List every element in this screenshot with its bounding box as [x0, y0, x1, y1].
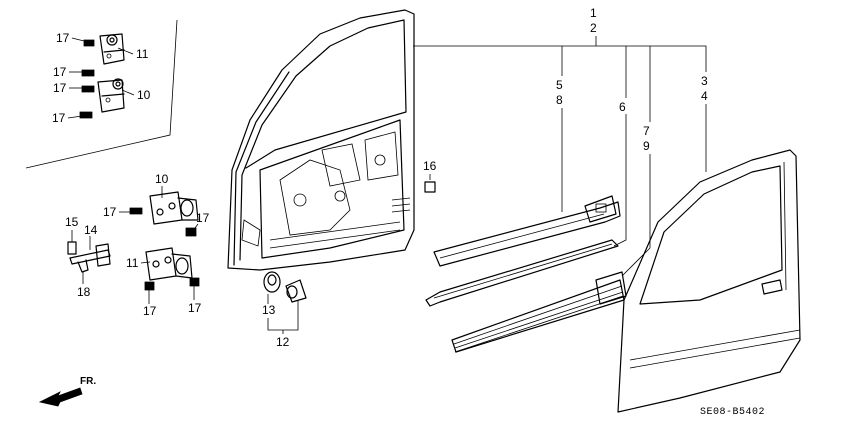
- hinge-bolts: [129, 207, 200, 291]
- callout-6: 6: [619, 100, 626, 114]
- lower-hinge-inset: [97, 78, 125, 113]
- callout-17: 17: [103, 205, 117, 219]
- callout-12: 12: [276, 335, 290, 349]
- callout-8: 8: [556, 93, 563, 107]
- door-inner-panel: [227, 9, 415, 271]
- callout-5: 5: [556, 78, 563, 92]
- callout-11: 11: [136, 47, 149, 61]
- weatherstrip-upper: [433, 195, 621, 267]
- callout-17: 17: [53, 65, 67, 79]
- callout-3: 3: [701, 74, 708, 88]
- diagram-code: SE08-B5402: [700, 407, 765, 418]
- callout-1: 1: [590, 6, 597, 20]
- callout-17: 17: [196, 211, 210, 225]
- callout-17: 17: [52, 111, 66, 125]
- callout-10: 10: [137, 88, 151, 102]
- callout-16: 16: [423, 159, 437, 173]
- leader-lines: [67, 36, 707, 334]
- callout-2: 2: [590, 21, 597, 35]
- upper-door-hinge: [149, 191, 199, 225]
- lower-door-hinge: [145, 247, 193, 281]
- callout-7: 7: [643, 124, 650, 138]
- callout-15: 15: [65, 215, 79, 229]
- bolts-inset: [79, 39, 95, 119]
- callout-9: 9: [643, 139, 650, 153]
- weatherstrip-middle: [425, 239, 619, 307]
- front-direction-arrow: FR.: [38, 376, 96, 407]
- callout-17: 17: [143, 304, 157, 318]
- direction-label: FR.: [80, 376, 96, 387]
- callout-11: 11: [126, 256, 139, 270]
- callout-4: 4: [701, 89, 708, 103]
- upper-hinge: [99, 33, 125, 65]
- callout-18: 18: [77, 285, 91, 299]
- callout-17: 17: [56, 31, 70, 45]
- callout-17: 17: [53, 81, 67, 95]
- door-outer-panel: [617, 149, 801, 413]
- plug-parts: [263, 271, 307, 303]
- callout-labels: 17 11 17 17 10 17 10 17 17 15 14 18 11 1…: [52, 6, 708, 349]
- door-checker: [67, 241, 111, 273]
- callout-10: 10: [155, 172, 169, 186]
- callout-17: 17: [188, 301, 202, 315]
- grommet-16: [424, 181, 436, 193]
- callout-13: 13: [262, 303, 276, 317]
- molding-lower: [451, 271, 627, 353]
- callout-14: 14: [84, 223, 98, 237]
- inset-divider: [25, 19, 178, 169]
